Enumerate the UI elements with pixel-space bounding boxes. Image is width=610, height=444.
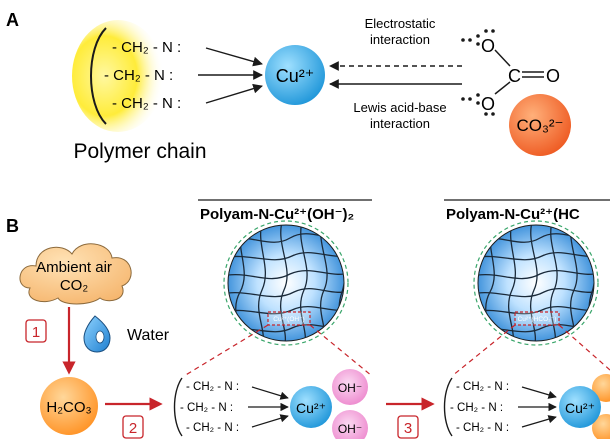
panel-a-label: A: [6, 10, 19, 30]
zoom-1-copper-label: Cu²⁺: [296, 400, 326, 416]
zoom-line-1-left: [183, 324, 269, 377]
carbonate-oxygen-top: O: [481, 36, 495, 56]
zoom-1-amine-3: - CH₂ - N :: [186, 422, 239, 434]
zoom-2-arrow-3: [521, 415, 557, 428]
sphere-2-title: Polyam-N-Cu²⁺(HC: [446, 206, 580, 223]
amine-group-1: - CH₂ - N :: [112, 39, 181, 56]
zoom-line-2-right: [558, 324, 610, 371]
sphere-1-title: Polyam-N-Cu²⁺(OH⁻)₂: [200, 206, 354, 223]
sphere-2-zoom-box: [514, 311, 560, 326]
step-3-number: 3: [404, 420, 412, 437]
zoom-line-1-right: [309, 324, 373, 377]
hydroxide-sphere-2: [332, 410, 368, 444]
zoom-2-amine-3: - CH₂ - N :: [456, 422, 509, 434]
copper-ion-label: Cu²⁺: [276, 66, 315, 86]
electrostatic-label-line2: interaction: [370, 32, 430, 47]
zoom-2-chain-curve: [443, 377, 453, 437]
zoom-2-amine-1: - CH₂ - N :: [456, 381, 509, 393]
bond-c-o-bottom: [494, 81, 511, 95]
step-2-box: [122, 415, 144, 439]
amine-group-2: - CH₂ - N :: [104, 67, 173, 84]
sphere-1-dashed-ring: [223, 220, 349, 346]
step-3-box: [397, 415, 419, 439]
sphere-1-tag: Cu²⁺(OH⁻): [273, 316, 304, 323]
step-1-number: 1: [32, 324, 40, 341]
carbonate-ion-label: CO₃²⁻: [516, 116, 563, 135]
hydroxide-sphere-1: [332, 369, 368, 405]
sphere-2-dashed-ring: [473, 220, 599, 346]
bond-c-o-top: [494, 49, 511, 67]
carbonate-oxygen-double: O: [546, 66, 560, 86]
polymer-chain-curve: [90, 27, 107, 125]
carbonic-acid-sphere: [40, 377, 98, 435]
zoom-1-copper-sphere: [290, 386, 332, 428]
water-label: Water: [127, 327, 170, 344]
hydroxide-label-1: OH⁻: [338, 381, 362, 395]
carbonate-ion-sphere: [509, 94, 571, 156]
polymer-chain-caption: Polymer chain: [73, 140, 206, 163]
amine-arrow-1: [205, 47, 263, 67]
zoom-2-arrow-1: [521, 386, 557, 399]
step-2-number: 2: [129, 420, 137, 437]
panel-b-label: B: [6, 216, 19, 236]
hydroxide-label-2: OH⁻: [338, 422, 362, 436]
ambient-co2-label: CO₂: [60, 277, 89, 294]
sphere-1-zoom-box: [267, 311, 311, 326]
lewis-label-line1: Lewis acid-base: [353, 100, 446, 115]
zoom-2-copper-label: Cu²⁺: [565, 400, 595, 416]
zoom-2-amine-2: - CH₂ - N :: [450, 402, 503, 414]
step-1-box: [25, 319, 47, 343]
zoom-1-amine-2: - CH₂ - N :: [180, 402, 233, 414]
ambient-air-cloud: [19, 243, 132, 305]
zoom-1-arrow-1: [251, 386, 289, 400]
lewis-label-line2: interaction: [370, 116, 430, 131]
copper-ion-sphere: [265, 45, 325, 105]
sphere-2-tag: Cu²⁺(HCO₃⁻): [518, 316, 557, 323]
electrostatic-label-line1: Electrostatic: [365, 16, 436, 31]
zoom-line-2-left: [451, 324, 516, 377]
zoom-2-copper-sphere: [559, 386, 601, 428]
carbonate-oxygen-bottom: O: [481, 94, 495, 114]
water-drop-highlight: [95, 330, 105, 344]
ambient-air-label: Ambient air: [36, 259, 112, 276]
amine-arrow-3: [205, 83, 263, 104]
zoom-1-amine-1: - CH₂ - N :: [186, 381, 239, 393]
zoom-1-arrow-3: [251, 414, 289, 428]
amine-group-3: - CH₂ - N :: [112, 95, 181, 112]
zoom-2-bicarbonate-sphere-bottom: [592, 414, 610, 442]
lone-pair-dots: [461, 29, 495, 116]
carbonic-acid-label: H₂CO₃: [46, 399, 91, 416]
zoom-1-chain-curve: [173, 377, 183, 437]
carbonate-carbon: C: [508, 66, 521, 86]
